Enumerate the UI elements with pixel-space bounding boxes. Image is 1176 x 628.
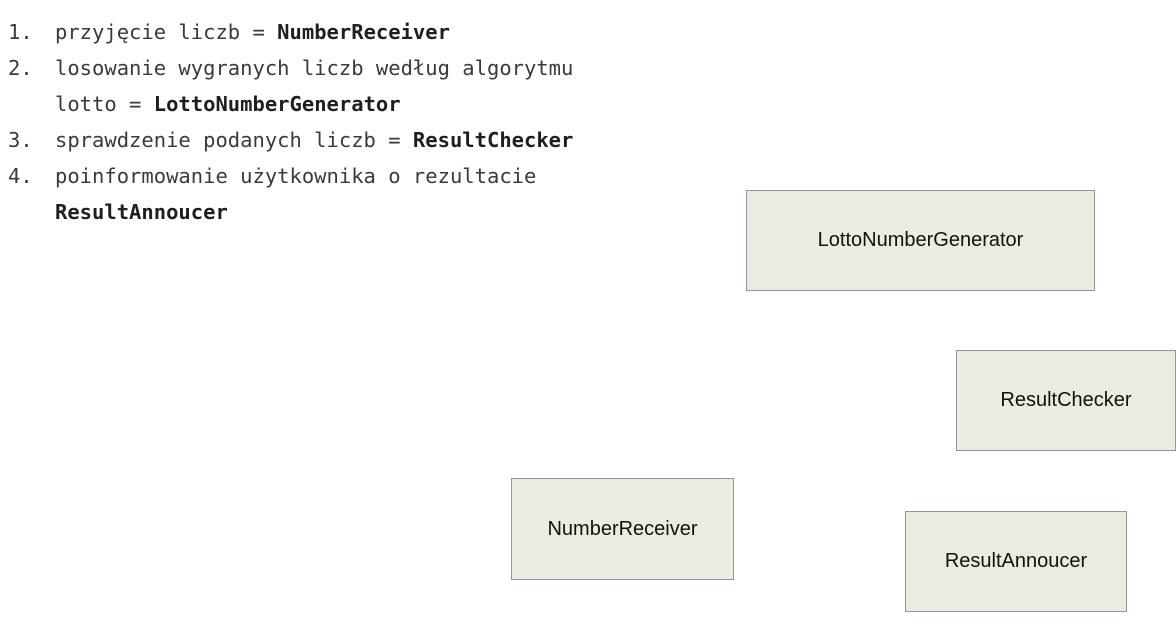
box-label: ResultAnnoucer: [944, 550, 1088, 572]
result-announcer-box[interactable]: ResultAnnoucer: [905, 511, 1127, 612]
step-component-name: LottoNumberGenerator: [153, 92, 401, 116]
box-label: LottoNumberGenerator: [817, 229, 1024, 251]
step-text: przyjęcie liczb =: [55, 20, 278, 44]
step-component-name: ResultAnnoucer: [55, 200, 228, 224]
step-component-name: NumberReceiver: [277, 20, 450, 44]
step-number: 1.: [8, 20, 33, 44]
step-item: 1. przyjęcie liczb = NumberReceiver: [8, 14, 573, 50]
box-label: ResultChecker: [1000, 389, 1132, 411]
step-number: 4.: [8, 164, 33, 188]
number-receiver-box[interactable]: NumberReceiver: [511, 478, 734, 580]
step-item: 4. poinformowanie użytkownika o rezultac…: [8, 158, 573, 230]
step-text: sprawdzenie podanych liczb =: [55, 128, 413, 152]
step-text: losowanie wygranych liczb według algoryt…: [55, 56, 574, 80]
box-label: NumberReceiver: [547, 517, 698, 540]
lotto-number-generator-box[interactable]: LottoNumberGenerator: [746, 190, 1095, 291]
result-checker-box[interactable]: ResultChecker: [956, 350, 1176, 451]
step-item: 2. losowanie wygranych liczb według algo…: [8, 50, 573, 122]
step-number: 2.: [8, 56, 33, 80]
step-item: 3. sprawdzenie podanych liczb = ResultCh…: [8, 122, 573, 158]
step-text: poinformowanie użytkownika o rezultacie: [55, 164, 537, 188]
step-component-name: ResultChecker: [412, 128, 574, 152]
steps-list: 1. przyjęcie liczb = NumberReceiver 2. l…: [8, 14, 573, 230]
step-number: 3.: [8, 128, 33, 152]
step-text: lotto =: [55, 92, 154, 116]
